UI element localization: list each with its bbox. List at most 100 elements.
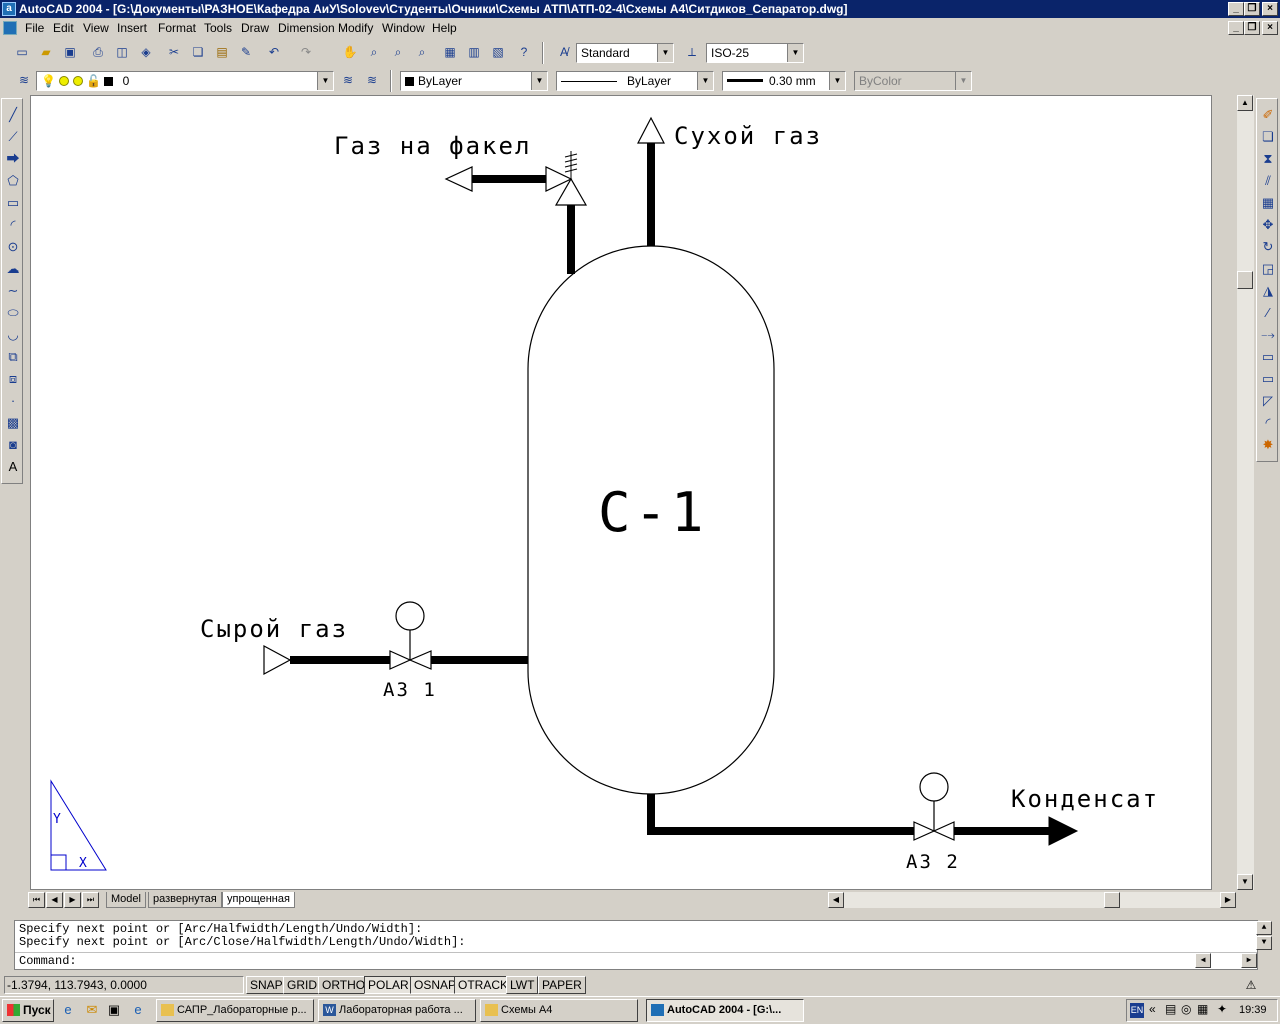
polygon-icon[interactable]: ⬠ (7, 173, 19, 188)
next-tab-icon[interactable]: ▶ (64, 892, 81, 908)
vertical-scrollbar[interactable]: ▲ ▼ (1236, 95, 1254, 890)
region-icon[interactable]: ◙ (9, 437, 17, 452)
trim-icon[interactable]: ⁄ (1266, 305, 1270, 320)
doc-minimize-icon[interactable]: _ (1228, 21, 1244, 35)
scroll-down-icon[interactable]: ▼ (1237, 874, 1253, 890)
vessel-outline[interactable] (527, 245, 775, 795)
menu-insert[interactable]: Insert (117, 21, 148, 35)
task-autocad[interactable]: AutoCAD 2004 - [G:\... (646, 999, 804, 1022)
outlook-express-icon[interactable]: ✉ (86, 1002, 98, 1017)
linetype-select[interactable]: ByLayer▼ (556, 71, 714, 91)
scroll-up-icon[interactable]: ▲ (1237, 95, 1253, 111)
menu-file[interactable]: File (25, 21, 45, 35)
task-cad-labs[interactable]: САПР_Лабораторные р... (156, 999, 314, 1022)
new-icon[interactable]: ▭ (16, 45, 28, 59)
horizontal-scrollbar[interactable]: ◀ ▶ (828, 892, 1236, 908)
multiline-text-icon[interactable]: A (8, 459, 18, 474)
menu-draw[interactable]: Draw (241, 21, 270, 35)
lineweight-select[interactable]: 0.30 mm▼ (722, 71, 846, 91)
make-current-layer-icon[interactable]: ≋ (342, 73, 354, 87)
paste-icon[interactable]: ▤ (216, 45, 228, 59)
command-prompt[interactable]: Command: (19, 954, 77, 968)
extend-icon[interactable]: ⤍ (1261, 327, 1275, 342)
prev-tab-icon[interactable]: ◀ (46, 892, 63, 908)
plot-icon[interactable]: ⎙ (93, 45, 103, 59)
point-icon[interactable]: · (10, 393, 16, 408)
properties-icon[interactable]: ▦ (444, 45, 456, 59)
polar-toggle[interactable]: POLAR (364, 976, 413, 994)
explode-icon[interactable]: ✸ (1262, 437, 1274, 452)
vertical-scroll-thumb[interactable] (1237, 271, 1253, 289)
autocad-app-icon[interactable]: a (2, 2, 16, 16)
network-icon[interactable]: ▤ (1165, 1002, 1177, 1016)
tab-simplified[interactable]: упрощенная (222, 892, 295, 908)
publish-icon[interactable]: ◈ (141, 45, 151, 59)
lwt-toggle[interactable]: LWT (506, 976, 539, 994)
start-button[interactable]: Пуск (2, 999, 54, 1022)
tool-palettes-icon[interactable]: ▧ (492, 45, 504, 59)
condensate-pipe-left[interactable] (647, 794, 914, 835)
close-icon[interactable]: × (1262, 2, 1278, 16)
copy-icon[interactable]: ❏ (192, 45, 204, 59)
first-tab-icon[interactable]: ⏮ (28, 892, 45, 908)
volume-icon[interactable]: ◎ (1181, 1002, 1192, 1016)
menu-view[interactable]: View (83, 21, 109, 35)
move-icon[interactable]: ✥ (1262, 217, 1274, 232)
show-desktop-icon[interactable]: ▣ (107, 1002, 121, 1017)
redo-icon[interactable]: ↷ (300, 45, 312, 59)
doc-close-icon[interactable]: × (1262, 21, 1278, 35)
layer-manager-icon[interactable]: ≋ (18, 73, 30, 87)
valve-az1-icon[interactable] (389, 601, 432, 670)
text-style-select[interactable]: Standard▼ (576, 43, 674, 63)
cmd-scroll-left-icon[interactable]: ◀ (1195, 953, 1211, 968)
tray-app-icon[interactable]: ✦ (1217, 1002, 1228, 1016)
layer-select[interactable]: 💡 🔓 0 ▼ (36, 71, 334, 91)
revision-cloud-icon[interactable]: ☁ (6, 261, 20, 276)
dim-style-select[interactable]: ISO-25▼ (706, 43, 804, 63)
polyline-icon[interactable]: ⮕ (6, 151, 20, 166)
stretch-icon[interactable]: ◮ (1263, 283, 1273, 298)
ellipse-icon[interactable]: ⬭ (7, 305, 19, 320)
break-icon[interactable]: ▭ (1261, 349, 1275, 364)
grid-toggle[interactable]: GRID (283, 976, 321, 994)
pan-icon[interactable]: ✋ (342, 45, 358, 59)
cmd-scroll-right-icon[interactable]: ▶ (1241, 953, 1257, 968)
match-properties-icon[interactable]: ✎ (240, 45, 252, 59)
antivirus-icon[interactable]: ▦ (1197, 1002, 1209, 1016)
rotate-icon[interactable]: ↻ (1262, 239, 1274, 254)
task-schemes-a4[interactable]: Схемы А4 (480, 999, 638, 1022)
menu-format[interactable]: Format (158, 21, 197, 35)
cmd-scroll-up-icon[interactable]: ▲ (1256, 921, 1272, 935)
ortho-toggle[interactable]: ORTHO (318, 976, 370, 994)
drawing-canvas[interactable]: Газ на факел Сухой газ С-1 Сырой газ АЗ … (30, 95, 1212, 890)
save-icon[interactable]: ▣ (64, 45, 76, 59)
mirror-icon[interactable]: ⧗ (1263, 151, 1273, 166)
spline-icon[interactable]: ∼ (7, 283, 19, 298)
last-tab-icon[interactable]: ⏭ (82, 892, 99, 908)
copy-object-icon[interactable]: ❏ (1262, 129, 1274, 144)
communication-center-icon[interactable]: ⚠ (1245, 978, 1257, 992)
insert-block-icon[interactable]: ⧉ (8, 349, 18, 364)
osnap-toggle[interactable]: OSNAP (410, 976, 461, 994)
horizontal-scroll-thumb[interactable] (1104, 892, 1120, 908)
cmd-scroll-down-icon[interactable]: ▼ (1256, 936, 1272, 950)
scroll-right-icon[interactable]: ▶ (1220, 892, 1236, 908)
array-icon[interactable]: ▦ (1261, 195, 1275, 210)
zoom-realtime-icon[interactable]: ⌕ (370, 45, 378, 59)
zoom-previous-icon[interactable]: ⌕ (418, 45, 426, 59)
design-center-icon[interactable]: ▥ (468, 45, 480, 59)
paper-toggle[interactable]: PAPER (538, 976, 586, 994)
arc-icon[interactable]: ◜ (10, 217, 16, 232)
command-window[interactable]: Specify next point or [Arc/Halfwidth/Len… (14, 920, 1272, 970)
undo-icon[interactable]: ↶ (268, 45, 280, 59)
ellipse-arc-icon[interactable]: ◡ (7, 327, 19, 342)
coordinate-readout[interactable]: -1.3794, 113.7943, 0.0000 (4, 976, 244, 994)
snap-toggle[interactable]: SNAP (246, 976, 287, 994)
circle-icon[interactable]: ⊙ (7, 239, 19, 254)
line-icon[interactable]: ╱ (9, 107, 17, 122)
scale-icon[interactable]: ◲ (1261, 261, 1275, 276)
open-icon[interactable]: ▰ (41, 45, 51, 59)
restore-icon[interactable]: ❐ (1244, 2, 1260, 16)
clock[interactable]: 19:39 (1239, 1004, 1267, 1016)
